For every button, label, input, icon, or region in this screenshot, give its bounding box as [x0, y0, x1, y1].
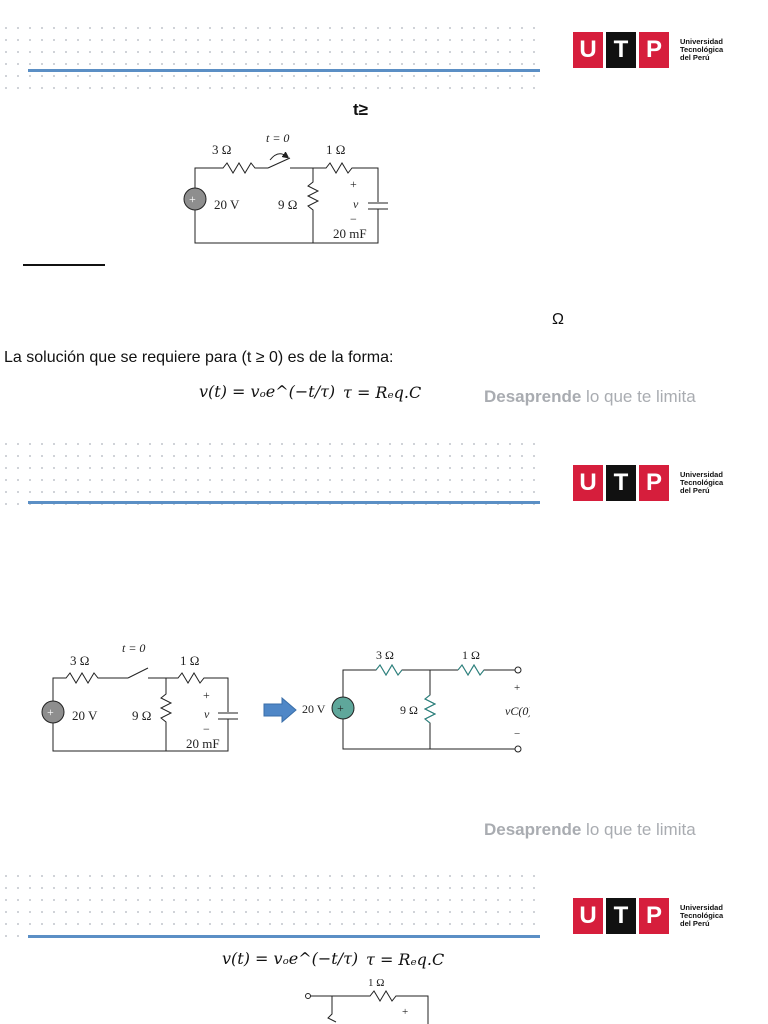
r2-label: 1 Ω [462, 648, 480, 662]
v-minus: − [203, 722, 210, 736]
r1-label: 3 Ω [70, 653, 89, 668]
utp-logo: U T P Universidad Tecnológica del Perú [573, 32, 723, 68]
switch-label: t = 0 [122, 641, 145, 655]
v-minus: − [350, 212, 357, 226]
vc0-label: vC(0) [505, 704, 530, 718]
body-text: La solución que se requiere para (t ≥ 0)… [4, 349, 394, 366]
logo-letter-u: U [573, 898, 603, 934]
logo-letter-t: T [606, 32, 636, 68]
source-sign: + [47, 705, 54, 719]
logo-letter-p: P [639, 32, 669, 68]
switch-label: t = 0 [266, 131, 289, 145]
logo-text: Universidad Tecnológica del Perú [680, 470, 724, 495]
r3-label: 9 Ω [400, 703, 418, 717]
vc-plus: + [514, 682, 520, 694]
tagline: Desaprende lo que te limita [484, 387, 696, 406]
source-sign: + [189, 192, 196, 206]
logo-letter-p: P [639, 465, 669, 501]
v-plus: + [203, 688, 210, 702]
slide-2: U T P Universidad Tecnológica del Perú +… [0, 430, 768, 850]
heading-fragment: t≥ [353, 100, 368, 119]
logo-letter-t: T [606, 898, 636, 934]
slide-3: U T P Universidad Tecnológica del Perú v… [0, 862, 768, 1024]
cap-label: 20 mF [186, 736, 220, 751]
vc-minus: − [514, 728, 520, 740]
ohm-fragment: Ω [552, 311, 564, 328]
r2-label: 1 Ω [180, 653, 199, 668]
circuit-original: + 3 Ω 1 Ω t = 0 20 V 9 Ω + v − 20 mF [41, 641, 238, 752]
plus-sign: + [402, 1006, 408, 1018]
r3-label: 9 Ω [132, 708, 151, 723]
dot-pattern [0, 438, 540, 508]
r2-label: 1 Ω [326, 142, 345, 157]
eq-tau: τ = Rₑq.C [366, 950, 445, 969]
circuit-equivalent: + 20 V 3 Ω 1 Ω 9 Ω + vC(0) − [302, 648, 530, 753]
circuit-partial: 1 Ω + [305, 977, 429, 1024]
dot-pattern [0, 22, 540, 92]
logo-letter-p: P [639, 898, 669, 934]
header-rule [28, 69, 540, 72]
r2-label: 1 Ω [368, 977, 384, 989]
r1-label: 3 Ω [376, 648, 394, 662]
eq-voltage: v(t) = vₒe^(−t/τ) [222, 949, 359, 968]
source-label: 20 V [214, 197, 240, 212]
slide-1: U T P Universidad Tecnológica del Perú t… [0, 0, 768, 420]
utp-logo: U T P Universidad Tecnológica del Perú [573, 465, 723, 501]
source-sign: + [337, 701, 344, 715]
logo-letter-t: T [606, 465, 636, 501]
arrow-right-icon [263, 697, 297, 723]
v-label: v [353, 197, 359, 211]
header-rule [28, 935, 540, 938]
eq-tau: τ = Rₑq.C [343, 383, 422, 402]
circuit-diagram: + 3 Ω 1 Ω t = 0 20 V 9 Ω + v − 20 mF [183, 131, 388, 244]
v-label: v [204, 707, 210, 721]
logo-text: Universidad Tecnológica del Perú [680, 37, 724, 62]
r1-label: 3 Ω [212, 142, 231, 157]
utp-logo: U T P Universidad Tecnológica del Perú [573, 898, 723, 934]
header-rule [28, 501, 540, 504]
source-label: 20 V [302, 702, 326, 716]
cap-label: 20 mF [333, 226, 367, 241]
logo-letter-u: U [573, 32, 603, 68]
dot-pattern [0, 870, 540, 940]
tagline: Desaprende lo que te limita [484, 820, 696, 839]
source-label: 20 V [72, 708, 98, 723]
underline-bar [23, 264, 105, 266]
r3-label: 9 Ω [278, 197, 297, 212]
logo-letter-u: U [573, 465, 603, 501]
logo-text: Universidad Tecnológica del Perú [680, 903, 724, 928]
eq-voltage: v(t) = vₒe^(−t/τ) [199, 382, 336, 401]
v-plus: + [350, 177, 357, 191]
